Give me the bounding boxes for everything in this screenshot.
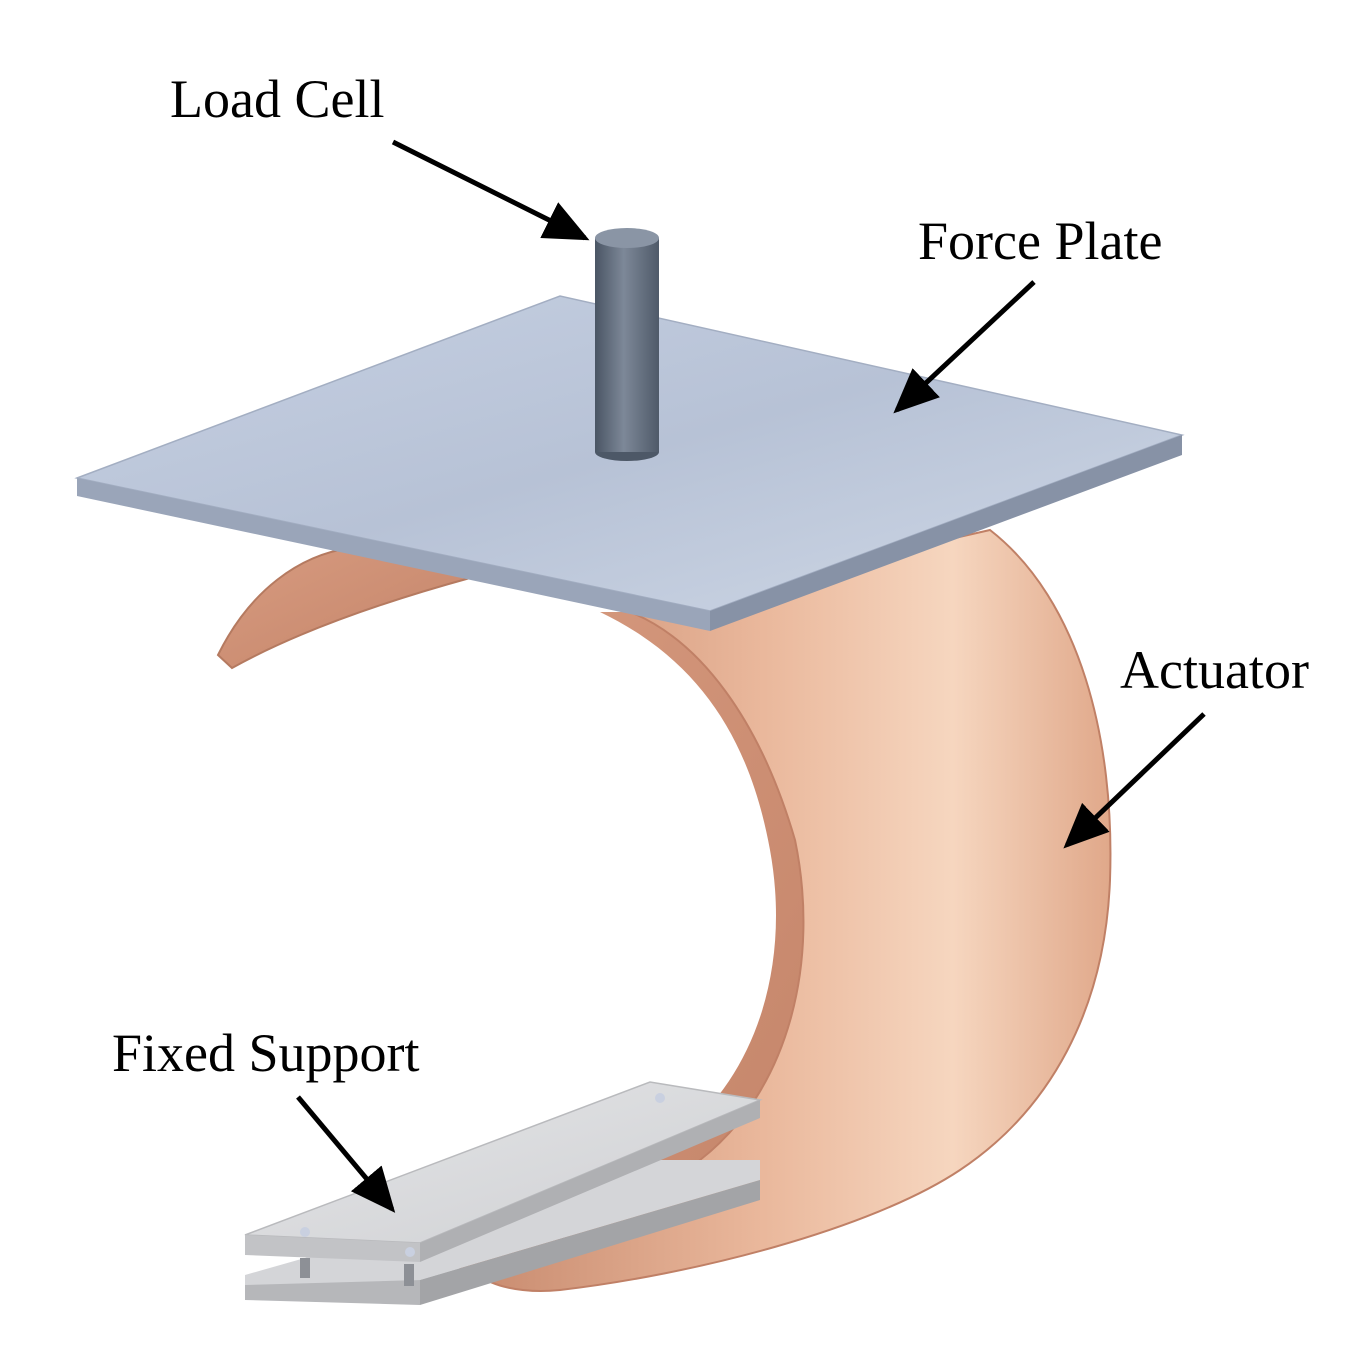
load-cell-arrow: [391, 139, 590, 241]
force-plate-label: Force Plate: [918, 211, 1163, 271]
fixed-support: [244, 1081, 763, 1305]
actuator-label: Actuator: [1120, 640, 1309, 700]
actuator-outer-surface: [478, 528, 1112, 1292]
fixed-support-label: Fixed Support: [112, 1023, 420, 1083]
load-cell-label: Load Cell: [170, 69, 385, 129]
actuator-arrow: [1063, 712, 1206, 849]
force-plate-arrow: [893, 280, 1036, 414]
load-cell: [595, 228, 659, 461]
fixed-support-arrow: [296, 1095, 396, 1213]
